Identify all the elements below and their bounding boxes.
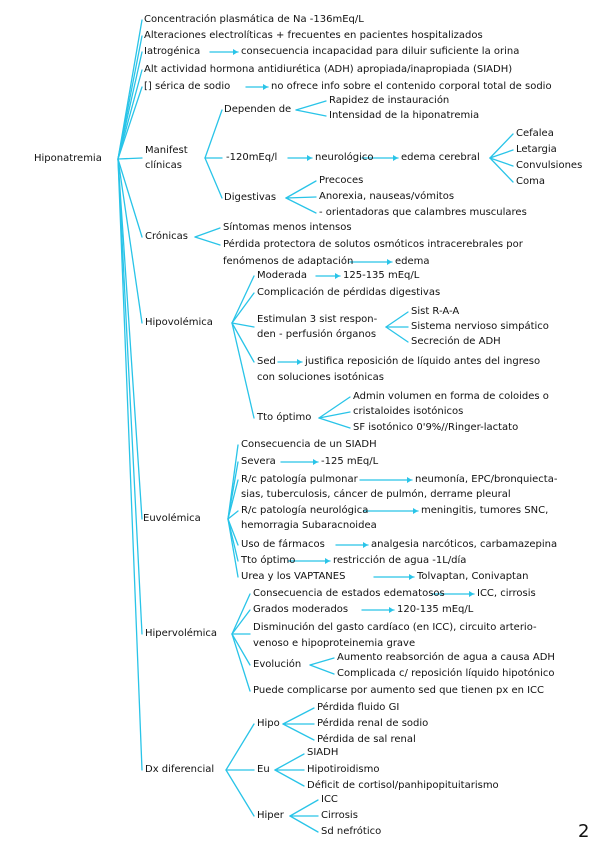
estimulan-adh: Secreción de ADH <box>411 336 501 347</box>
euvolemica-tto: Tto óptimo <box>241 555 296 566</box>
hipervolemica-disminucion-2: venoso e hipoproteinemia grave <box>253 638 416 649</box>
hipervolemica-puede: Puede complicarse por aumento sed que ti… <box>253 685 545 696</box>
euvolemica-severa: Severa <box>241 456 276 467</box>
hipovolemica-tto: Tto óptimo <box>257 412 312 423</box>
hipervolemica-evolucion: Evolución <box>253 659 302 670</box>
euvolemica-label: Euvolémica <box>143 513 201 524</box>
manifest-neuro: neurológico <box>315 152 374 163</box>
hipo-renal-sodio: Pérdida renal de sodio <box>317 718 429 729</box>
hiper-sd-nefrotico: Sd nefrótico <box>321 826 382 837</box>
hipovolemica-complicacion: Complicación de pérdidas digestivas <box>257 287 441 298</box>
hipovolemica-moderada: Moderada <box>257 270 307 281</box>
evolucion-aumento: Aumento reabsorción de agua a causa ADH <box>337 652 555 663</box>
hipovolemica-label: Hipovolémica <box>145 317 213 328</box>
hipervolemica-consecuencia: Consecuencia de estados edematosos <box>253 588 445 599</box>
digestivas-precoces: Precoces <box>319 175 364 186</box>
hiper-icc: ICC <box>321 794 338 805</box>
hipovolemica-estimulan-2: den - perfusión órganos <box>257 329 377 340</box>
manifest-label-2: clínicas <box>145 160 183 171</box>
dx-hiper: Hiper <box>257 810 284 821</box>
hipervolemica-grados-val: 120-135 mEq/L <box>397 604 474 615</box>
estimulan-sist-raa: Sist R-A-A <box>411 306 460 317</box>
hipovolemica-sed-text-2: con soluciones isotónicas <box>257 372 384 383</box>
dependen-intensidad: Intensidad de la hiponatremia <box>329 110 480 121</box>
hipo-sal-renal: Pérdida de sal renal <box>317 734 416 745</box>
hiper-cirrosis: Cirrosis <box>321 810 358 821</box>
euvolemica-pulmonar-val: neumonía, EPC/bronquiecta- <box>415 474 558 485</box>
intro-serica-info: no ofrece info sobre el contenido corpor… <box>271 81 552 92</box>
euvolemica-pulmonar: R/c patología pulmonar <box>241 474 358 485</box>
edema-letargia: Letargia <box>516 144 557 155</box>
tto-cristaloides: cristaloides isotónicos <box>353 406 464 417</box>
intro-concentracion: Concentración plasmática de Na -136mEq/L <box>144 14 364 25</box>
manifest-dependen: Dependen de <box>224 104 292 115</box>
hipovolemica-sed: Sed <box>257 356 276 367</box>
hipovolemica-estimulan-1: Estimulan 3 sist respon- <box>257 314 378 325</box>
edema-convulsiones: Convulsiones <box>516 160 583 171</box>
euvolemica-consecuencia: Consecuencia de un SIADH <box>241 439 377 450</box>
manifest-label-1: Manifest <box>145 145 188 156</box>
euvolemica-urea: Urea y los VAPTANES <box>241 571 346 582</box>
tto-admin-volumen: Admin volumen en forma de coloides o <box>353 391 549 402</box>
euvolemica-farmacos-val: analgesia narcóticos, carbamazepina <box>371 539 558 550</box>
eu-hipotiroidismo: Hipotiroidismo <box>307 764 380 775</box>
edema-coma: Coma <box>516 176 545 187</box>
dx-hipo: Hipo <box>257 718 280 729</box>
hipervolemica-grados: Grados moderados <box>253 604 349 615</box>
intro-iatrogenica: Iatrogénica <box>144 46 201 57</box>
root-node: Hiponatremia <box>34 153 102 164</box>
intro-alteraciones: Alteraciones electrolíticas + frecuentes… <box>144 30 483 41</box>
digestivas-orientadoras: - orientadoras que calambres musculares <box>319 207 527 218</box>
cronicas-sintomas: Síntomas menos intensos <box>223 222 352 233</box>
hipervolemica-disminucion: Disminución del gasto cardíaco (en ICC),… <box>253 622 537 633</box>
page-number: 2 <box>578 821 590 842</box>
euvolemica-urea-val: Tolvaptan, Conivaptan <box>417 571 529 582</box>
cronicas-fenomenos: fenómenos de adaptación <box>223 256 354 267</box>
eu-deficit-cortisol: Déficit de cortisol/panhipopituitarismo <box>307 780 499 791</box>
cronicas-edema: edema <box>395 256 430 267</box>
euvolemica-neuro-val: meningitis, tumores SNC, <box>421 505 549 516</box>
cronicas-label: Crónicas <box>145 231 188 242</box>
intro-iatrogenica-consecuencia: consecuencia incapacidad para diluir suf… <box>241 46 520 57</box>
hipervolemica-label: Hipervolémica <box>145 628 218 639</box>
intro-serica-sodio: [] sérica de sodio <box>144 81 231 92</box>
hipovolemica-sed-text: justifica reposición de líquido antes de… <box>305 356 541 367</box>
hipovolemica-moderada-val: 125-135 mEq/L <box>343 270 420 281</box>
intro-adh: Alt actividad hormona antidiurética (ADH… <box>144 64 513 75</box>
cronicas-perdida: Pérdida protectora de solutos osmóticos … <box>223 239 523 250</box>
manifest-edema: edema cerebral <box>401 152 480 163</box>
euvolemica-neuro-val-2: hemorragia Subaracnoidea <box>241 520 377 531</box>
edema-cefalea: Cefalea <box>516 128 554 139</box>
euvolemica-severa-val: -125 mEq/L <box>321 456 379 467</box>
euvolemica-farmacos: Uso de fármacos <box>241 539 325 550</box>
hipo-fluido-gi: Pérdida fluido GI <box>317 702 400 713</box>
hipervolemica-consecuencia-val: ICC, cirrosis <box>477 588 536 599</box>
euvolemica-pulmonar-val-2: sias, tuberculosis, cáncer de pulmón, de… <box>241 489 511 500</box>
manifest-meq: -120mEq/l <box>226 152 278 163</box>
dx-label: Dx diferencial <box>145 764 215 775</box>
manifest-digestivas: Digestivas <box>224 192 277 203</box>
eu-siadh: SIADH <box>307 747 339 758</box>
euvolemica-tto-val: restricción de agua -1L/día <box>333 555 467 566</box>
evolucion-complicada: Complicada c/ reposición líquido hipotón… <box>337 668 555 679</box>
digestivas-anorexia: Anorexia, nauseas/vómitos <box>319 191 455 202</box>
dx-eu: Eu <box>257 764 270 775</box>
tto-sf-isotonico: SF isotónico 0'9%//Ringer-lactato <box>353 422 519 433</box>
estimulan-simpatico: Sistema nervioso simpático <box>411 321 549 332</box>
dependen-rapidez: Rapidez de instauración <box>329 95 450 106</box>
euvolemica-neuro: R/c patología neurológica <box>241 505 369 516</box>
